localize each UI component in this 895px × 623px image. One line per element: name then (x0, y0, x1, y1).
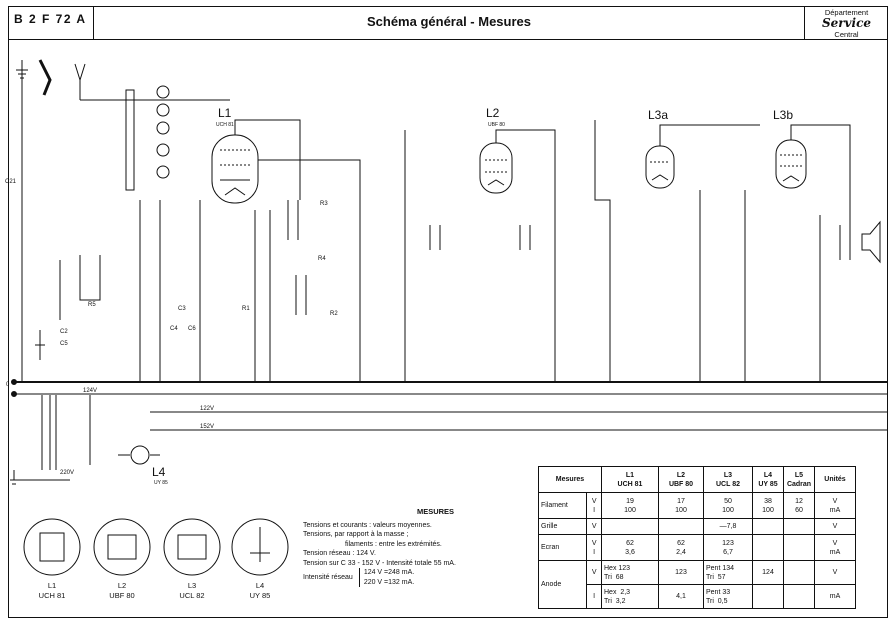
antenna-symbol (74, 63, 86, 100)
wire-l3b (790, 124, 851, 225)
mains-plug (10, 470, 18, 485)
cap-label-c3: C3 (178, 306, 186, 312)
measures-line-7: 124 V =248 mA. (363, 569, 415, 576)
if-coil (59, 255, 101, 320)
table-row-anode-i: I Hex 2,3 Tri 3,2 4,1 Pent 33 Tri 0,5 mA (539, 584, 856, 609)
tube-l3b-label: L3b (773, 108, 793, 122)
table-row-grille: Grille V —7,8 V (537, 518, 856, 535)
table-header-unites: Unités (814, 466, 856, 493)
measures-line-5: Tension sur C 33 - 152 V - Intensité tot… (303, 559, 456, 567)
tube-l2 (479, 142, 513, 194)
pinout-l2-label: L2 (118, 581, 126, 590)
pinout-l4 (231, 518, 289, 576)
antenna-rod (38, 59, 52, 96)
wires-l1-resistors (254, 210, 271, 382)
switch-contacts (35, 330, 45, 360)
pinout-l2 (93, 518, 151, 576)
tube-l4-label: L4 (152, 465, 166, 479)
measures-line-8: 220 V =132 mA. (363, 578, 415, 586)
cap-label-c21: C21 (5, 179, 17, 185)
res-label-r1: R1 (242, 306, 250, 312)
pinout-l3-type: UCL 82 (179, 591, 204, 600)
document-code: B 2 F 72 A (8, 6, 94, 40)
osc-coil (125, 89, 135, 191)
speaker (861, 220, 881, 264)
pinout-l3 (163, 518, 221, 576)
wire-osc (258, 159, 361, 382)
if-transformer-2 (429, 225, 531, 250)
band-switch-contacts (156, 85, 170, 179)
v122-label: 122V (200, 406, 214, 412)
res-label-r3: R3 (320, 201, 328, 207)
page-title: Schéma général - Mesures (94, 6, 805, 40)
res-label-r4: R4 (318, 256, 326, 262)
department-block: Département Service Central (805, 6, 888, 40)
rectifier-l4 (130, 445, 150, 465)
cap-label-c2: C2 (60, 329, 68, 335)
wire-detector (594, 120, 611, 382)
page-frame (8, 6, 888, 618)
measures-line-2: Tensions, par rapport à la masse ; (303, 531, 409, 538)
measures-line-3: filaments : entre les extrémités. (345, 540, 442, 548)
earth-symbol (16, 69, 28, 79)
measures-title: MESURES (416, 507, 455, 516)
ground-label: 0 (6, 382, 10, 388)
supply-terminal (11, 391, 17, 397)
pinout-l3-label: L3 (188, 581, 196, 590)
table-row-filament: Filament V I 19 100 17 100 50 100 38 100… (537, 492, 856, 519)
table-row-ecran: Ecran V I 62 3,6 62 2,4 123 6,7 V mA (537, 534, 856, 561)
cap-label-c5: C5 (60, 341, 68, 347)
tube-l3b (775, 139, 807, 189)
ground-terminal (11, 379, 17, 385)
measures-line-1: Tensions et courants : valeurs moyennes. (303, 521, 432, 529)
tube-l1 (211, 134, 259, 204)
cap-label-c4: C4 (170, 326, 178, 332)
wires-lower-left (139, 200, 201, 382)
measures-line-4: Tension réseau : 124 V. (303, 550, 376, 557)
tube-l3a-label: L3a (648, 108, 668, 122)
power-transformer (41, 395, 91, 470)
dept-line1: Département (824, 8, 869, 17)
res-label-r5: R5 (88, 302, 96, 308)
supply-label: 220V (60, 470, 74, 476)
tube-l1-type: UCH 81 (216, 122, 234, 128)
res-label-r2: R2 (330, 311, 338, 317)
tube-l3a (645, 145, 675, 189)
pinout-l1 (23, 518, 81, 576)
wire-l2-anode (495, 129, 556, 382)
tube-l2-type: UBF 80 (488, 122, 505, 128)
tube-l4-type: UY 85 (154, 480, 168, 486)
dept-service: Service (821, 16, 872, 30)
measures-notes: MESURES Tensions et courants : valeurs m… (303, 507, 528, 587)
pinout-l1-type: UCH 81 (39, 591, 66, 600)
if-transformer-1 (287, 200, 307, 315)
dept-line2: Central (834, 30, 859, 39)
cap-label-c6: C6 (188, 326, 196, 332)
v152-label: 152V (200, 424, 214, 430)
pinout-l4-type: UY 85 (250, 591, 271, 600)
table-header-mesures: Mesures (538, 466, 602, 493)
pinout-l4-label: L4 (256, 581, 264, 590)
table-row-anode-v: Anode V Hex 123 Tri 68 123 Pent 134 Tri … (537, 560, 856, 609)
pinout-l1-label: L1 (48, 581, 56, 590)
tube-l2-label: L2 (486, 106, 500, 120)
pinout-l2-type: UBF 80 (109, 591, 134, 600)
output-transformer (839, 225, 851, 260)
v124-label: 124V (83, 388, 97, 394)
measures-line-6: Intensité réseau (303, 573, 353, 581)
tube-l1-label: L1 (218, 106, 232, 120)
wire-l3a (659, 124, 760, 146)
